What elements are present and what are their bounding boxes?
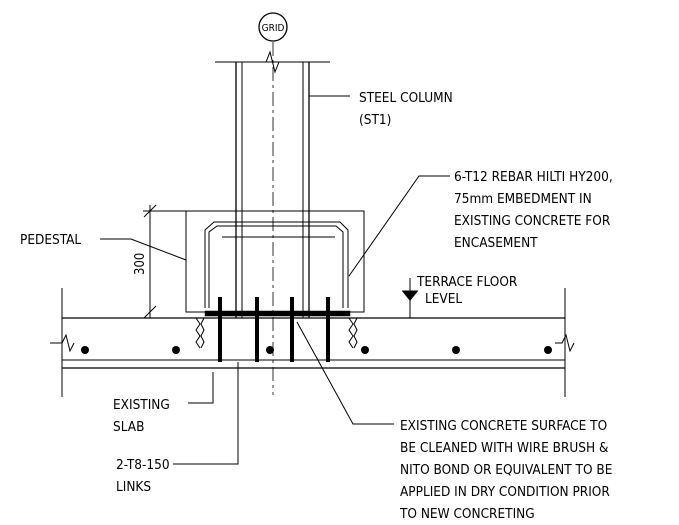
rebar-note-line2: 75mm EMBEDMENT IN (454, 191, 592, 207)
steel-column-line2: (ST1) (359, 112, 391, 128)
existing-slab-line1: EXISTING (113, 397, 170, 413)
rebar-note-line1: 6-T12 REBAR HILTI HY200, (454, 169, 613, 185)
surface-note-line4: APPLIED IN DRY CONDITION PRIOR (400, 484, 610, 500)
dimension-value: 300 (133, 253, 148, 275)
terrace-level-line1: TERRACE FLOOR (416, 274, 518, 290)
links-line2: LINKS (116, 479, 151, 495)
terrace-level-line2: LEVEL (425, 291, 462, 307)
pedestal-label: PEDESTAL (20, 232, 81, 248)
surface-note-line1: EXISTING CONCRETE SURFACE TO (400, 418, 607, 434)
surface-note-line2: BE CLEANED WITH WIRE BRUSH & (400, 440, 609, 456)
dimension-300: 300 (133, 204, 186, 319)
rebar-note-line3: EXISTING CONCRETE FOR (454, 213, 611, 229)
surface-note-line5: TO NEW CONCRETING (399, 506, 535, 522)
terrace-level-symbol: TERRACE FLOOR LEVEL (402, 274, 518, 318)
steel-column (215, 50, 330, 318)
surface-note-line3: NITO BOND OR EQUIVALENT TO BE (400, 462, 612, 478)
grid-label: GRID (262, 23, 285, 34)
grid-marker: GRID (258, 12, 288, 42)
pedestal-outline (185, 210, 365, 362)
leaders (100, 95, 450, 465)
existing-slab (50, 288, 575, 397)
rebar-note-line4: ENCASEMENT (454, 235, 538, 251)
steel-column-line1: STEEL COLUMN (359, 90, 453, 106)
base-plate (204, 310, 351, 317)
links-line1: 2-T8-150 (116, 457, 170, 473)
existing-slab-line2: SLAB (113, 419, 144, 435)
